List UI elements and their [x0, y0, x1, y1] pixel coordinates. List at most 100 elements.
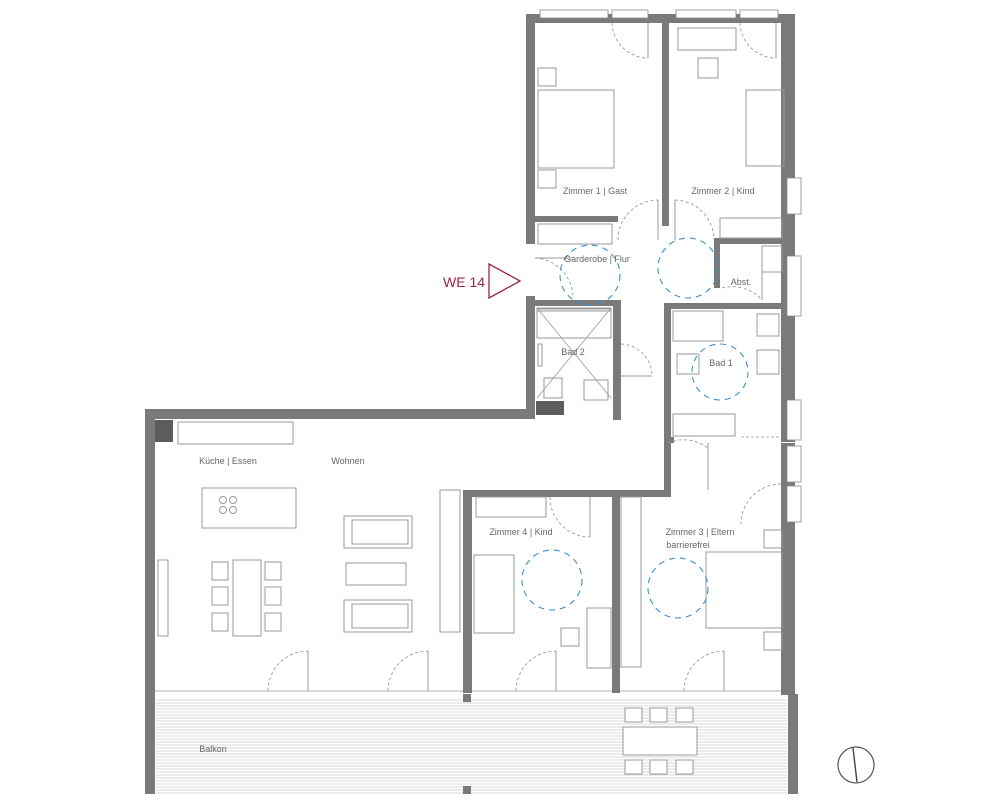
- nightstand: [537, 169, 557, 189]
- bathtub-bad1: [672, 413, 736, 437]
- door-swing-bad1: [667, 439, 709, 449]
- wall-zimmer2-south: [714, 238, 785, 244]
- shelf-abst: [761, 245, 783, 273]
- turning-circle: [647, 557, 709, 619]
- turning-circle: [691, 343, 749, 401]
- nightstand: [763, 631, 783, 651]
- wall-balkon-east: [788, 694, 798, 794]
- dining-chair: [211, 561, 229, 581]
- door-swing-zimmer4: [549, 496, 591, 538]
- sofa-seat: [351, 603, 409, 629]
- sofa: [343, 515, 413, 549]
- wall-bad2-east: [613, 300, 621, 420]
- window-east-4: [786, 445, 802, 483]
- hob-ring: [229, 496, 237, 504]
- nightstand: [537, 67, 557, 87]
- balkon-chair: [675, 759, 694, 775]
- bed-zimmer3: [705, 551, 783, 629]
- window-zimmer2: [675, 9, 737, 19]
- chair-zimmer4: [560, 627, 580, 647]
- label-bad2: Bad 2: [561, 347, 585, 357]
- bed-zimmer2: [745, 89, 785, 167]
- north-arrow-circle: [837, 746, 875, 784]
- hob-ring: [219, 496, 227, 504]
- kitchen-counter: [177, 421, 294, 445]
- label-zimmer3: Zimmer 3 | Eltern: [666, 527, 735, 537]
- label-wohnen: Wohnen: [331, 456, 364, 466]
- toilet-bad1: [756, 313, 780, 337]
- door-swing-zimmer1: [617, 199, 659, 241]
- wardrobe-zimmer3: [620, 496, 642, 668]
- wall-north-zimmer1: [526, 14, 651, 23]
- bed-zimmer1: [537, 89, 615, 169]
- label-zimmer3-barrierefrei: barrierefrei: [666, 540, 710, 550]
- dining-chair: [264, 586, 282, 606]
- turning-circle: [657, 237, 719, 299]
- desk-zimmer2: [677, 27, 737, 51]
- dining-chair: [211, 612, 229, 632]
- balkon-post-2: [463, 786, 471, 794]
- turning-circles: [521, 237, 749, 619]
- wall-zimmer4-east: [612, 490, 620, 693]
- dining-chair: [211, 586, 229, 606]
- shower-bad2: [536, 307, 612, 339]
- shaft-bad2: [536, 401, 564, 415]
- wall-living-north: [145, 409, 535, 419]
- doors: [267, 22, 782, 692]
- sideboard: [157, 559, 169, 637]
- wall-west-bedrooms: [526, 14, 535, 244]
- tv-board: [439, 489, 461, 633]
- window-east-1: [786, 177, 802, 215]
- shaft-living: [155, 420, 173, 442]
- balkon-chair: [649, 707, 668, 723]
- door-swing-bad2: [620, 343, 653, 377]
- label-zimmer2: Zimmer 2 | Kind: [691, 186, 754, 196]
- north-arrow-needle: [852, 747, 858, 783]
- wall-bad1-north: [664, 303, 785, 309]
- wall-bad1-west: [664, 303, 671, 443]
- dining-table: [232, 559, 262, 637]
- door-swing-balkon: [267, 650, 309, 692]
- room-labels: Zimmer 1 | Gast Zimmer 2 | Kind Garderob…: [199, 186, 755, 754]
- wall-north-zimmer2: [651, 14, 781, 23]
- wall-bad2-north: [526, 300, 621, 306]
- balkon-chair: [649, 759, 668, 775]
- shower-edge: [536, 308, 612, 312]
- sink-bad1-b: [676, 353, 700, 375]
- wall-abst-west: [714, 238, 720, 288]
- label-kueche: Küche | Essen: [199, 456, 257, 466]
- door-swing: [611, 22, 649, 59]
- walls: [145, 14, 798, 794]
- sink-bad1: [756, 349, 780, 375]
- shower-diagonal: [536, 307, 612, 399]
- turning-circle: [559, 244, 621, 306]
- label-abst: Abst.: [731, 277, 752, 287]
- wall-balkon-west: [145, 694, 155, 794]
- sofa-seat: [351, 519, 409, 545]
- unit-label: WE 14: [443, 274, 485, 290]
- window-east-2: [786, 255, 802, 317]
- wall-zimmer4-north: [463, 490, 593, 497]
- north-arrow-icon: [837, 746, 875, 784]
- door-swing-abst: [721, 286, 763, 301]
- chair-zimmer2: [697, 57, 719, 79]
- sink-bad2: [583, 379, 609, 401]
- dining-chair: [264, 561, 282, 581]
- wall-living-west: [145, 409, 155, 694]
- window-zimmer1-b: [611, 9, 649, 19]
- nightstand: [763, 529, 783, 549]
- sofa: [343, 599, 413, 633]
- wall-corridor-east: [664, 437, 671, 497]
- label-zimmer1: Zimmer 1 | Gast: [563, 186, 628, 196]
- balkon-post: [463, 694, 471, 702]
- wardrobe-zimmer4: [475, 496, 547, 518]
- entrance-triangle-icon: [488, 262, 522, 300]
- door-swing-balkon: [387, 650, 429, 692]
- hob-ring: [219, 506, 227, 514]
- shelf-bad1: [672, 310, 724, 342]
- rail-bad2: [537, 343, 543, 367]
- wall-zimmer1-south: [535, 216, 618, 222]
- door-swing-zimmer2: [674, 199, 715, 241]
- balkon-table: [622, 726, 698, 756]
